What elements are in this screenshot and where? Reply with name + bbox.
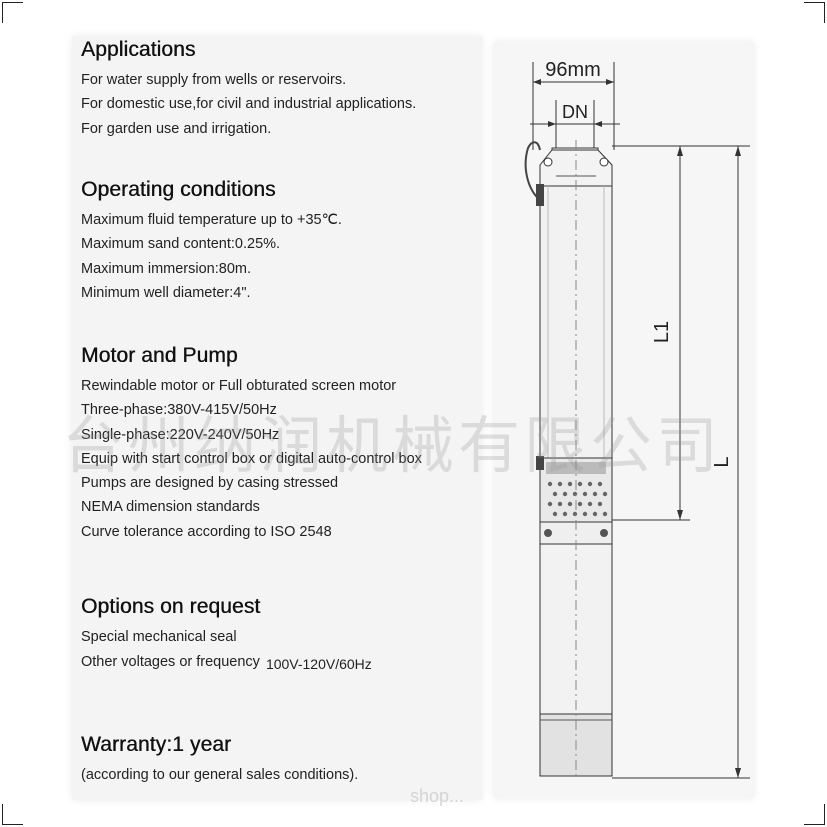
drawing-panel <box>494 42 754 798</box>
options-heading: Options on request <box>81 595 261 618</box>
operating-line: Maximum immersion:80m. <box>81 260 251 277</box>
options-voltage-value: 100V-120V/60Hz <box>265 656 372 673</box>
operating-conditions-section: Operating conditions Maximum fluid tempe… <box>81 178 491 305</box>
motor-line: Curve tolerance according to ISO 2548 <box>81 523 332 540</box>
arrow-head <box>594 121 602 127</box>
motor-line: Single-phase:220V-240V/50Hz <box>81 426 280 443</box>
warranty-line: (according to our general sales conditio… <box>81 767 359 783</box>
applications-heading: Applications <box>81 38 196 61</box>
motor-line: Rewindable motor or Full obturated scree… <box>81 378 397 394</box>
specifications-panel <box>72 36 482 800</box>
options-line: Other voltages or frequency 100V-120V/60H… <box>81 649 491 674</box>
warranty-section: Warranty:1 year (according to our genera… <box>81 733 491 787</box>
options-line: Special mechanical seal <box>81 629 237 645</box>
power-cable <box>524 141 541 201</box>
options-section: Options on request Special mechanical se… <box>81 595 491 675</box>
arrow-head <box>533 79 541 85</box>
motor-line: Equip with start control box or digital … <box>81 450 422 467</box>
operating-conditions-heading: Operating conditions <box>81 178 276 201</box>
options-line-text: Other voltages or frequency <box>81 654 260 671</box>
arrow-head <box>735 768 741 778</box>
width-label: 96mm <box>545 59 601 81</box>
cable-guard <box>536 184 544 206</box>
applications-line: For domestic use,for civil and industria… <box>81 96 417 113</box>
applications-section: Applications For water supply from wells… <box>81 38 491 141</box>
arrow-head <box>677 510 683 520</box>
dn-label: DN <box>562 102 588 122</box>
warranty-heading: Warranty:1 year <box>81 733 232 756</box>
motor-line: Pumps are designed by casing stressed <box>81 475 339 492</box>
l1-label: L1 <box>651 321 673 343</box>
operating-line: Minimum well diameter:4". <box>81 284 251 301</box>
applications-line: For garden use and irrigation. <box>81 120 272 137</box>
operating-line: Maximum sand content:0.25%. <box>81 236 281 253</box>
operating-line: Maximum fluid temperature up to +35℃. <box>81 212 342 228</box>
arrow-head <box>677 146 683 156</box>
motor-line: Three-phase:380V-415V/50Hz <box>81 402 277 419</box>
applications-line: For water supply from wells or reservoir… <box>81 72 347 88</box>
motor-line: NEMA dimension standards <box>81 499 260 516</box>
l-label: L <box>711 456 733 467</box>
arrow-head <box>548 121 556 127</box>
motor-pump-heading: Motor and Pump <box>81 344 238 367</box>
arrow-head <box>735 146 741 156</box>
arrow-head <box>606 79 614 85</box>
shop-watermark: shop... <box>410 786 465 806</box>
motor-pump-section: Motor and Pump Rewindable motor or Full … <box>81 344 491 544</box>
